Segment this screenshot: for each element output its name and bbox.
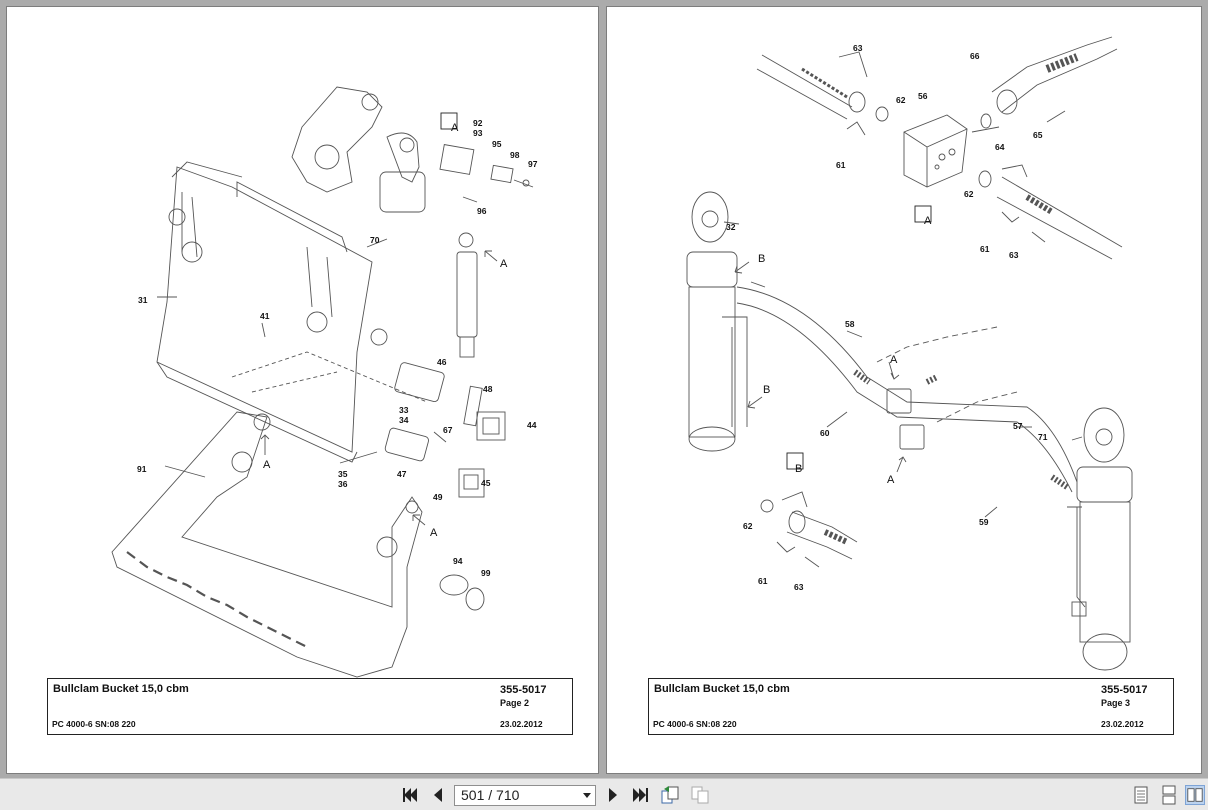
part-callout-63: 63 [794,582,804,592]
single-page-mode-icon[interactable] [1131,785,1151,805]
part-callout-34: 34 [399,415,409,425]
part-callout-56: 56 [918,91,928,101]
part-callout-63: 63 [853,43,863,53]
document-number: 355-5017 [1101,684,1148,696]
part-callout-58: 58 [845,319,855,329]
part-callout-65: 65 [1033,130,1043,140]
previous-page-icon[interactable] [428,785,448,805]
continuous-mode-icon[interactable] [1159,785,1179,805]
part-callout-60: 60 [820,428,830,438]
page-number-selector[interactable]: 501 / 710 [454,785,596,806]
view-label-B: B [758,253,765,265]
part-callout-97: 97 [528,159,538,169]
part-callout-96: 96 [477,206,487,216]
document-number: 355-5017 [500,684,547,696]
view-label-A: A [451,122,459,134]
part-callout-62: 62 [964,189,974,199]
part-callout-44: 44 [527,420,537,430]
part-callout-47: 47 [397,469,407,479]
part-callout-92: 92 [473,118,483,128]
part-callout-35: 35 [338,469,348,479]
facing-mode-icon[interactable] [1185,785,1205,805]
part-callout-62: 62 [896,95,906,105]
view-label-A: A [500,258,508,270]
view-label-A: A [890,354,898,366]
last-page-icon[interactable] [630,785,650,805]
page-number-display: 501 / 710 [461,787,520,803]
part-callout-57: 57 [1013,421,1023,431]
machine-model: PC 4000-6 SN:08 220 [52,719,136,729]
document-page-right: 63 66 62 56 65 64 61 62 61 63 32 58 60 57 71 59 62 61 63 B… [606,6,1202,774]
drawing-date: 23.02.2012 [500,719,543,729]
forward-view-icon[interactable] [690,785,710,805]
part-callout-41: 41 [260,311,270,321]
part-callout-95: 95 [492,139,502,149]
title-block: Bullclam Bucket 15,0 cbm 355-5017 Page 2… [47,678,573,735]
part-callout-93: 93 [473,128,483,138]
part-callout-99: 99 [481,568,491,578]
view-label-A: A [430,527,438,539]
part-callout-66: 66 [970,51,980,61]
part-callout-32: 32 [726,222,736,232]
part-callout-94: 94 [453,556,463,566]
page-label: Page 3 [1101,698,1131,708]
part-callout-70: 70 [370,235,380,245]
part-callout-91: 91 [137,464,147,474]
viewer-toolbar: 501 / 710 [0,778,1208,810]
machine-model: PC 4000-6 SN:08 220 [653,719,737,729]
part-callout-59: 59 [979,517,989,527]
part-callout-49: 49 [433,492,443,502]
title-block: Bullclam Bucket 15,0 cbm 355-5017 Page 3… [648,678,1174,735]
drawing-title: Bullclam Bucket 15,0 cbm [654,683,790,695]
part-callout-46: 46 [437,357,447,367]
view-label-A: A [924,215,932,227]
view-label-B: B [763,384,770,396]
part-callout-61: 61 [980,244,990,254]
view-labels-left: A A A A [263,122,508,539]
drawing-title: Bullclam Bucket 15,0 cbm [53,683,189,695]
part-callout-33: 33 [399,405,409,415]
view-label-A: A [263,459,271,471]
part-callout-36: 36 [338,479,348,489]
part-callout-63: 63 [1009,250,1019,260]
view-labels-right: B B A A A B [758,215,932,486]
view-label-boxes [440,112,458,130]
part-callout-62: 62 [743,521,753,531]
back-view-icon[interactable] [660,785,680,805]
exploded-view-drawing-right: 63 66 62 56 65 64 61 62 61 63 32 58 60 57 71 59 62 61 63 B… [686,36,1133,671]
part-callout-64: 64 [995,142,1005,152]
view-label-boxes [786,205,932,470]
part-callout-71: 71 [1038,432,1048,442]
part-callout-98: 98 [510,150,520,160]
callout-labels-right: 63 66 62 56 65 64 61 62 61 63 32 58 60 57 71 59 62 61 63 [726,43,1048,592]
first-page-icon[interactable] [400,785,420,805]
chevron-down-icon[interactable] [583,793,591,798]
part-callout-48: 48 [483,384,493,394]
part-callout-67: 67 [443,425,453,435]
part-callout-61: 61 [836,160,846,170]
part-callout-61: 61 [758,576,768,586]
part-callout-31: 31 [138,295,148,305]
part-callout-45: 45 [481,478,491,488]
page-label: Page 2 [500,698,530,708]
view-label-B: B [795,463,802,475]
view-label-A: A [887,474,895,486]
drawing-date: 23.02.2012 [1101,719,1144,729]
next-page-icon[interactable] [603,785,623,805]
